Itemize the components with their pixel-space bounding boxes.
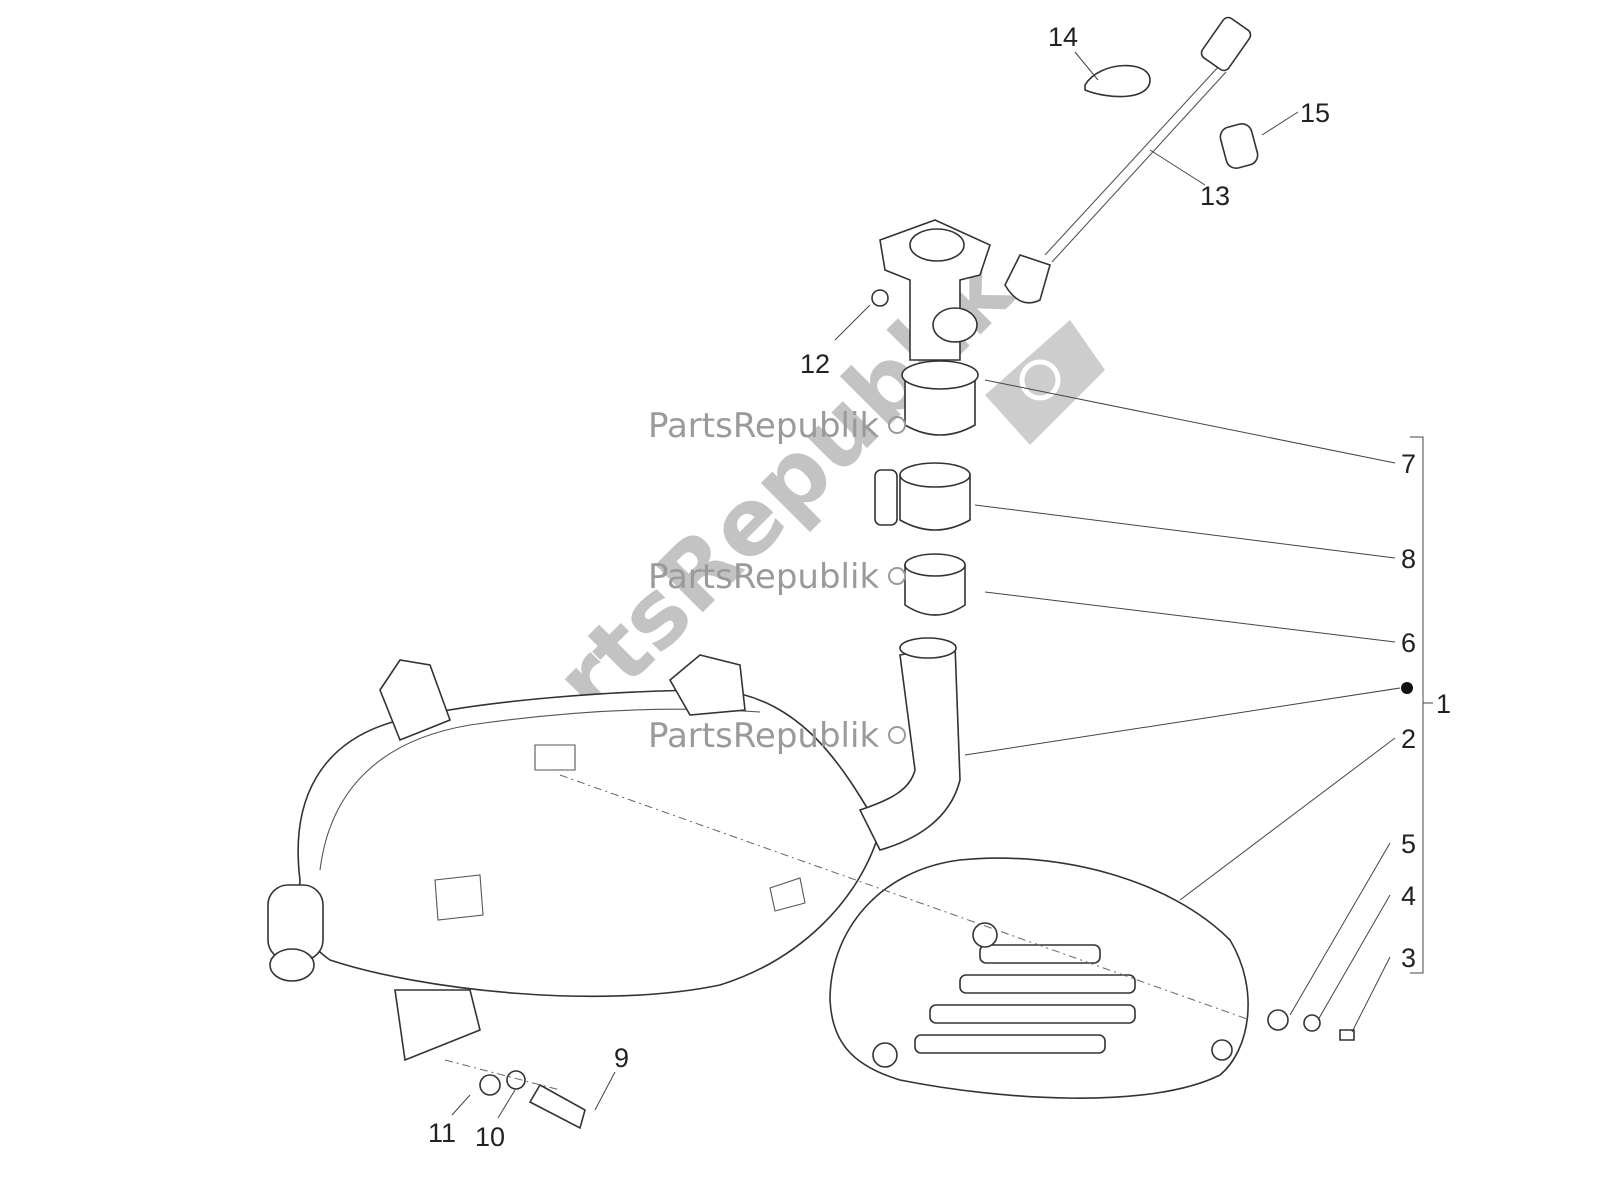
callout-10: 10 <box>475 1122 505 1152</box>
nut-part <box>871 289 889 307</box>
grommet-part <box>1219 123 1259 169</box>
watermark-flag-icon <box>985 320 1105 445</box>
hardware-parts <box>479 1009 1355 1130</box>
callout-4: 4 <box>1401 881 1416 911</box>
callout-11: 11 <box>428 1118 456 1148</box>
callout-6: 6 <box>1401 628 1416 658</box>
muffler-part <box>267 654 881 1062</box>
heat-shield-part <box>829 857 1249 1099</box>
callout-3: 3 <box>1401 943 1416 973</box>
callout-15: 15 <box>1300 98 1330 128</box>
callout-9: 9 <box>614 1043 629 1073</box>
watermark-text: PartsRepublik <box>648 406 879 446</box>
leader-lines <box>451 51 1433 1119</box>
manifold-part <box>879 219 991 436</box>
lambda-sensor-part <box>1004 16 1252 304</box>
callout-2: 2 <box>1401 724 1416 754</box>
callout-5: 5 <box>1401 829 1416 859</box>
clamp-part <box>874 462 971 531</box>
callout-14: 14 <box>1048 22 1078 52</box>
watermark-text: PartsRepublik <box>648 557 879 597</box>
watermarks-small: PartsRepublik PartsRepublik PartsRepubli… <box>648 406 906 756</box>
gear-icon <box>888 416 906 744</box>
callout-12: 12 <box>800 349 830 379</box>
exhaust-pipe-part <box>858 637 961 851</box>
callout-numbers: 14 15 13 12 7 8 6 1 2 5 4 3 9 11 10 <box>428 22 1451 1152</box>
cable-tie-part <box>1084 64 1151 98</box>
callout-7: 7 <box>1401 449 1416 479</box>
gasket-sleeve-part <box>904 553 966 616</box>
watermark-text: PartsRepublik <box>648 716 879 756</box>
callout-1: 1 <box>1436 689 1451 719</box>
callout-13: 13 <box>1200 181 1230 211</box>
callout-8: 8 <box>1401 544 1416 574</box>
